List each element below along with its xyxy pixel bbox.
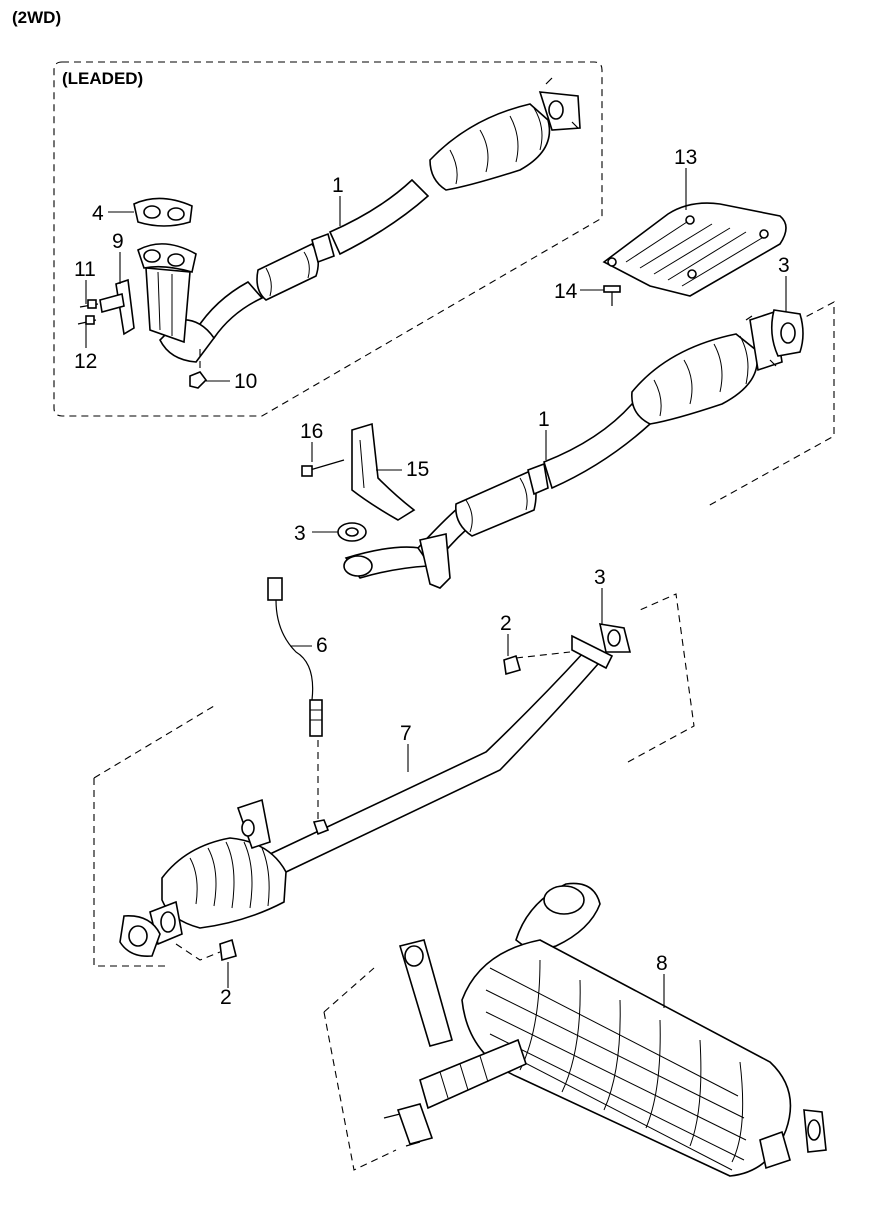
gasket-icon [337,522,367,542]
callout-4: 4 [92,202,104,225]
callout-9: 9 [112,230,124,253]
muffler-frame [323,967,397,1171]
bracket-icon [99,278,135,336]
bolt-icon [603,285,621,306]
callout-7: 7 [400,722,412,745]
gasket-icon [598,623,632,653]
nut-guideline [175,943,221,961]
center-pipe-frame [93,593,695,967]
bracket-icon [351,422,416,521]
nut-icon [312,819,330,836]
callout-3-top: 3 [778,254,790,277]
gasket-icon [770,309,804,357]
callout-13: 13 [674,146,697,169]
nut-icon [503,654,521,676]
manifold-flange-icon [137,243,197,344]
callout-1: 1 [332,174,344,197]
leaded-label: (LEADED) [62,69,143,88]
nut-guideline [515,651,571,659]
heat-protector-icon [602,202,787,297]
oxygen-sensor-icon [267,577,323,737]
muffler-icon [383,882,827,1177]
callout-16: 16 [300,420,323,443]
callout-6: 6 [316,634,328,657]
leaded-group-frame [53,61,603,417]
callout-2-pipe: 2 [500,612,512,635]
callout-8: 8 [656,952,668,975]
callout-3-pipe: 3 [594,566,606,589]
catalytic-converter-pipe-icon [159,77,581,363]
callout-10: 10 [234,370,257,393]
center-pipe-icon [119,634,614,958]
bolt-icon [79,299,99,309]
bolt-icon [301,459,345,477]
leader-lines [85,168,787,1008]
callout-15: 15 [406,458,429,481]
callout-11: 11 [74,258,96,281]
callout-1-main: 1 [538,408,550,431]
bolt-icon [77,315,97,325]
callout-numbers: 1 4 9 11 12 10 13 14 3 16 1 15 3 6 3 2 7… [74,146,790,1009]
variant-label: (2WD) [12,8,62,27]
nut-icon [189,371,208,389]
callout-12: 12 [74,350,97,373]
catalytic-converter-pipe-icon [343,310,783,589]
gasket-icon [133,197,193,227]
callout-2-lower: 2 [220,986,232,1009]
callout-14: 14 [554,280,578,303]
nut-icon [219,938,237,962]
front-pipe-frame [707,301,835,507]
callout-3-middle: 3 [294,522,306,545]
